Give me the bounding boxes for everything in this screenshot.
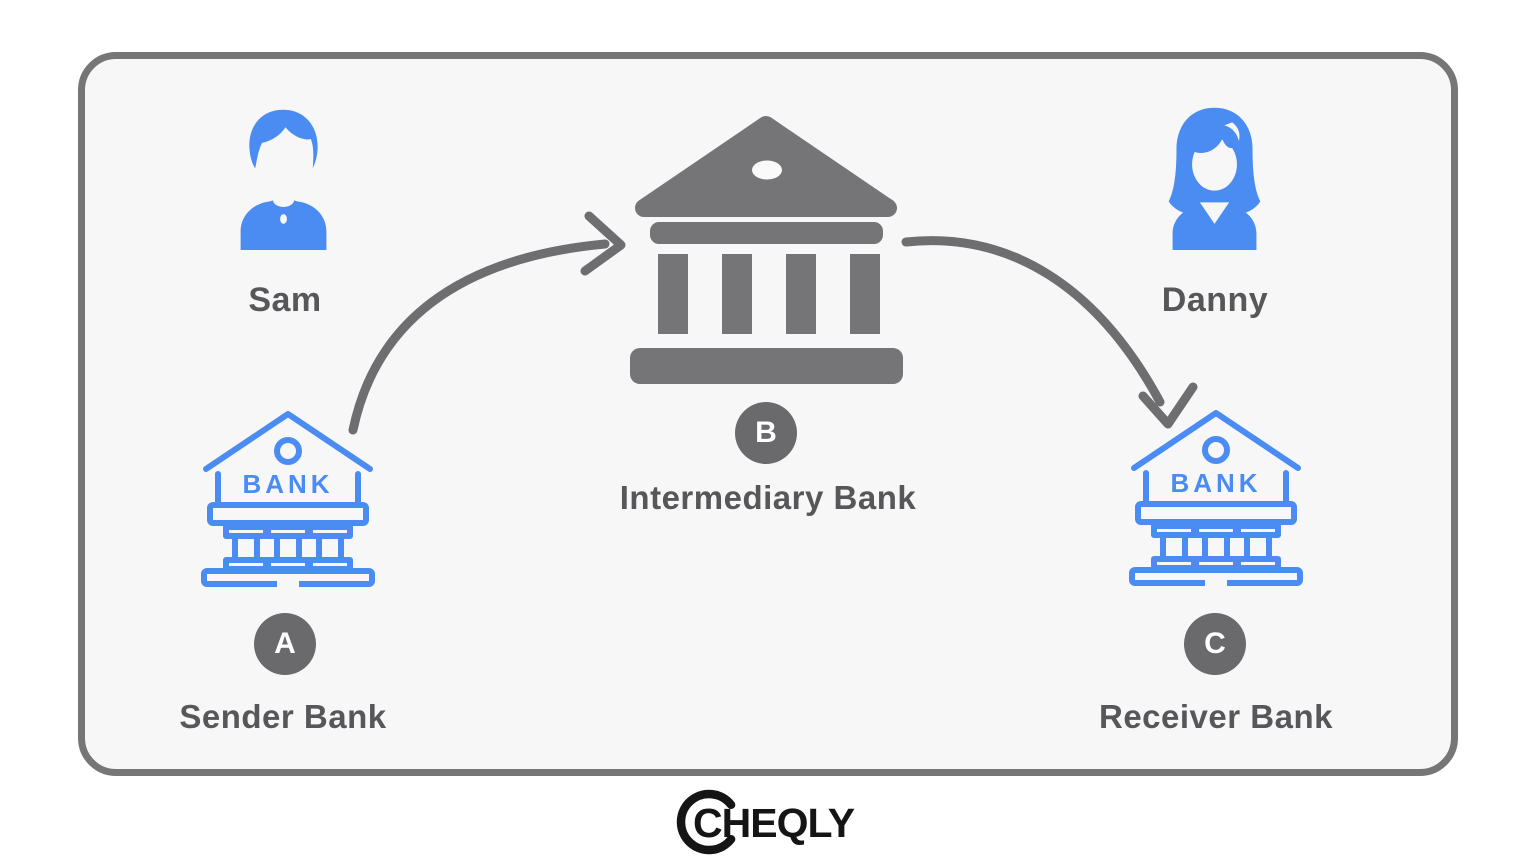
bank-outline-icon: BANK (1129, 410, 1303, 587)
bank-outline-icon: BANK (201, 411, 375, 588)
bank-sign-text: BANK (1170, 468, 1261, 498)
female-user-icon (1168, 107, 1261, 251)
step-badge-b: B (735, 402, 797, 464)
male-user-icon (240, 109, 327, 251)
sender-bank-label: Sender Bank (179, 698, 387, 735)
bank-sign-text: BANK (242, 469, 333, 499)
sender-person-name: Sam (248, 281, 322, 319)
logo-c-ring-icon (676, 789, 736, 855)
receiver-person-name: Danny (1161, 281, 1269, 319)
step-badge-b-letter: B (755, 416, 777, 449)
brand-logo: CHEQLY (676, 789, 856, 855)
bank-solid-icon (630, 116, 903, 384)
intermediary-bank-label: Intermediary Bank (619, 479, 917, 516)
brand-logo-text: CHEQLY (693, 800, 855, 846)
step-badge-c: C (1184, 613, 1246, 675)
receiver-bank-label: Receiver Bank (1099, 698, 1333, 735)
step-badge-a-letter: A (274, 627, 296, 660)
step-badge-a: A (254, 613, 316, 675)
step-badge-c-letter: C (1204, 627, 1226, 660)
